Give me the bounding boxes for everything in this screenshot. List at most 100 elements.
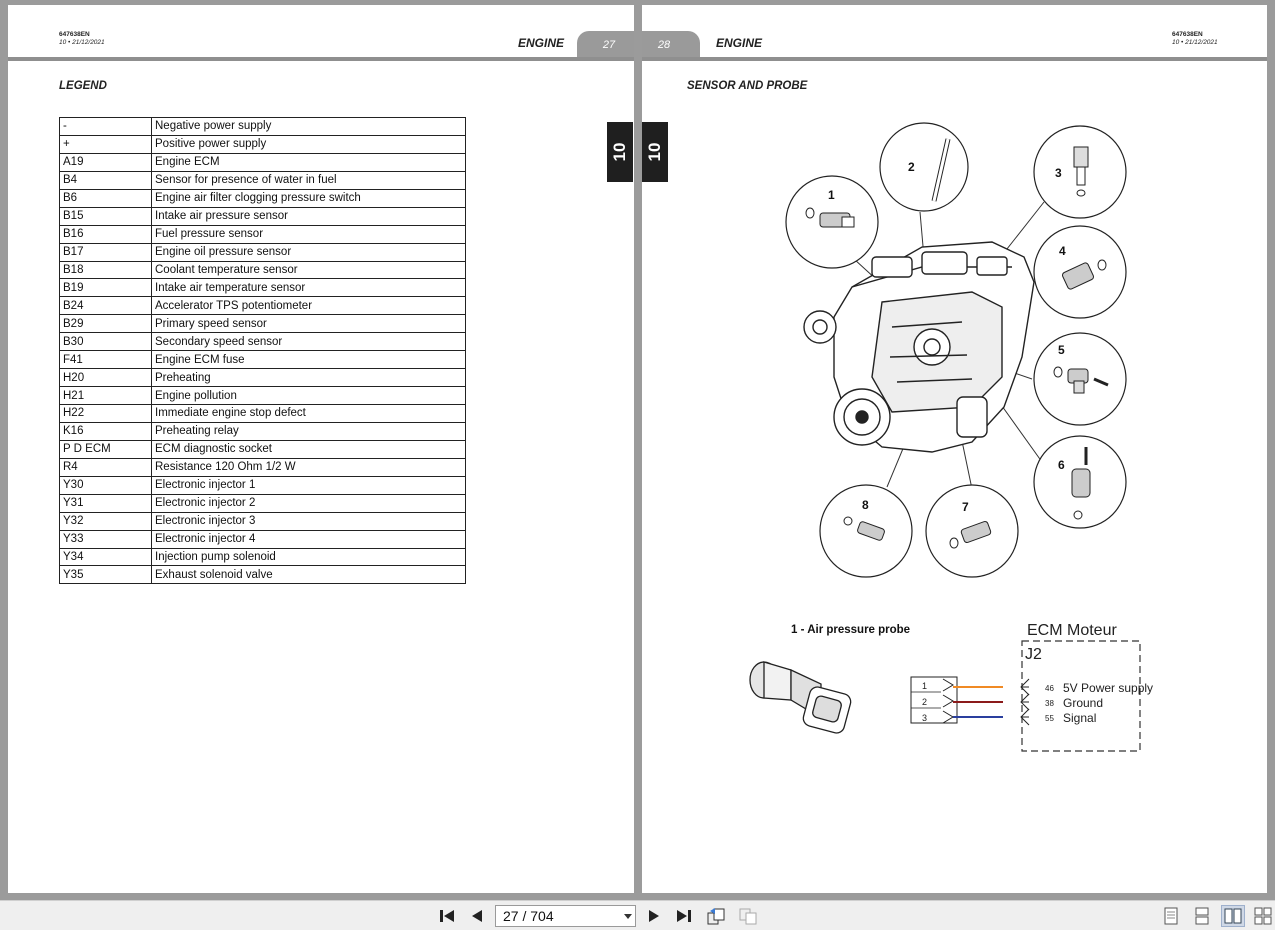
legend-description: Coolant temperature sensor	[151, 260, 466, 280]
legend-description: Negative power supply	[151, 117, 466, 136]
ecm-pin-number: 55	[1045, 714, 1054, 723]
facing-view-icon	[1224, 908, 1242, 924]
legend-code: Y31	[59, 493, 152, 513]
legend-description: Immediate engine stop defect	[151, 404, 466, 423]
continuous-facing-view-button[interactable]	[1251, 905, 1275, 927]
pin-row: 3 55 Signal	[922, 708, 1096, 726]
next-page-icon	[649, 910, 659, 922]
legend-description: Engine oil pressure sensor	[151, 242, 466, 262]
doc-id-block: 647638EN 10 • 21/12/2021	[59, 31, 105, 47]
legend-code: B6	[59, 188, 152, 208]
ecm-pin-number: 46	[1045, 684, 1054, 693]
legend-description: Engine ECM fuse	[151, 350, 466, 370]
ecm-connector: J2	[1025, 646, 1042, 663]
legend-description: Accelerator TPS potentiometer	[151, 296, 466, 316]
continuous-view-button[interactable]	[1190, 905, 1214, 927]
legend-code: H20	[59, 368, 152, 388]
legend-description: Electronic injector 4	[151, 529, 466, 549]
facing-view-button[interactable]	[1221, 905, 1245, 927]
go-back-view-button[interactable]	[705, 905, 727, 927]
ecm-box	[1021, 640, 1141, 752]
wiring-diagram: ECM Moteur J2 1 46 5V Power supply 2	[910, 622, 1153, 752]
legend-code: B29	[59, 314, 152, 334]
pin-label: Ground	[1063, 696, 1103, 710]
legend-description: Exhaust solenoid valve	[151, 565, 466, 585]
page-indicator: 27 / 704	[503, 908, 554, 924]
callout-7: 7	[925, 484, 1019, 578]
legend-code: B4	[59, 170, 152, 190]
legend-code: H22	[59, 404, 152, 423]
callout-6: 6	[1033, 435, 1127, 529]
legend-code: B19	[59, 278, 152, 298]
single-page-view-icon	[1164, 907, 1178, 925]
engine-pulley	[833, 388, 891, 446]
engine-turbo	[803, 310, 837, 344]
page-number-field[interactable]: 27 / 704	[495, 905, 636, 927]
legend-row: +Positive power supply	[59, 134, 466, 154]
go-forward-view-button[interactable]	[737, 905, 759, 927]
page-number-tab: 28	[642, 31, 700, 58]
legend-description: Preheating relay	[151, 421, 466, 441]
legend-row: -Negative power supply	[59, 117, 466, 136]
prev-page-icon	[472, 910, 482, 922]
legend-code: F41	[59, 350, 152, 370]
legend-code: +	[59, 134, 152, 154]
doc-date: 10 • 21/12/2021	[59, 39, 105, 46]
legend-description: Resistance 120 Ohm 1/2 W	[151, 457, 466, 477]
chevron-down-icon[interactable]	[624, 914, 632, 919]
first-page-button[interactable]	[436, 905, 458, 927]
callout-3: 3	[1033, 125, 1127, 219]
prev-page-button[interactable]	[466, 905, 488, 927]
legend-code: -	[59, 117, 152, 136]
callout-5: 5	[1033, 332, 1127, 426]
probe-connector-block	[910, 676, 958, 724]
legend-description: Engine ECM	[151, 152, 466, 172]
callout-number: 3	[1055, 166, 1062, 180]
document-page-28: 28 ENGINE 647638EN 10 • 21/12/2021 SENSO…	[642, 5, 1267, 893]
last-page-button[interactable]	[673, 905, 695, 927]
callout-number: 5	[1058, 343, 1065, 357]
header-title: ENGINE	[716, 36, 763, 50]
legend-code: B15	[59, 206, 152, 226]
next-page-button[interactable]	[643, 905, 665, 927]
legend-description: Fuel pressure sensor	[151, 224, 466, 244]
navigation-toolbar: 27 / 704	[0, 900, 1275, 930]
chapter-tab: 10	[642, 122, 668, 182]
legend-code: B16	[59, 224, 152, 244]
legend-code: A19	[59, 152, 152, 172]
single-page-view-button[interactable]	[1159, 905, 1183, 927]
legend-description: Primary speed sensor	[151, 314, 466, 334]
callout-number: 8	[862, 498, 869, 512]
legend-code: B17	[59, 242, 152, 262]
legend-code: R4	[59, 457, 152, 477]
section-title: LEGEND	[59, 80, 107, 92]
legend-description: Positive power supply	[151, 134, 466, 154]
pin-label: 5V Power supply	[1063, 681, 1153, 695]
pin-number: 1	[922, 681, 927, 691]
callout-1: 1	[785, 175, 879, 269]
legend-description: Electronic injector 2	[151, 493, 466, 513]
legend-description: Engine air filter clogging pressure swit…	[151, 188, 466, 208]
document-page-27: 647638EN 10 • 21/12/2021 ENGINE 27 LEGEN…	[8, 5, 634, 893]
air-pressure-probe-illustration	[749, 661, 852, 734]
callout-number: 7	[962, 500, 969, 514]
legend-code: B18	[59, 260, 152, 280]
pin-number: 2	[922, 697, 927, 707]
